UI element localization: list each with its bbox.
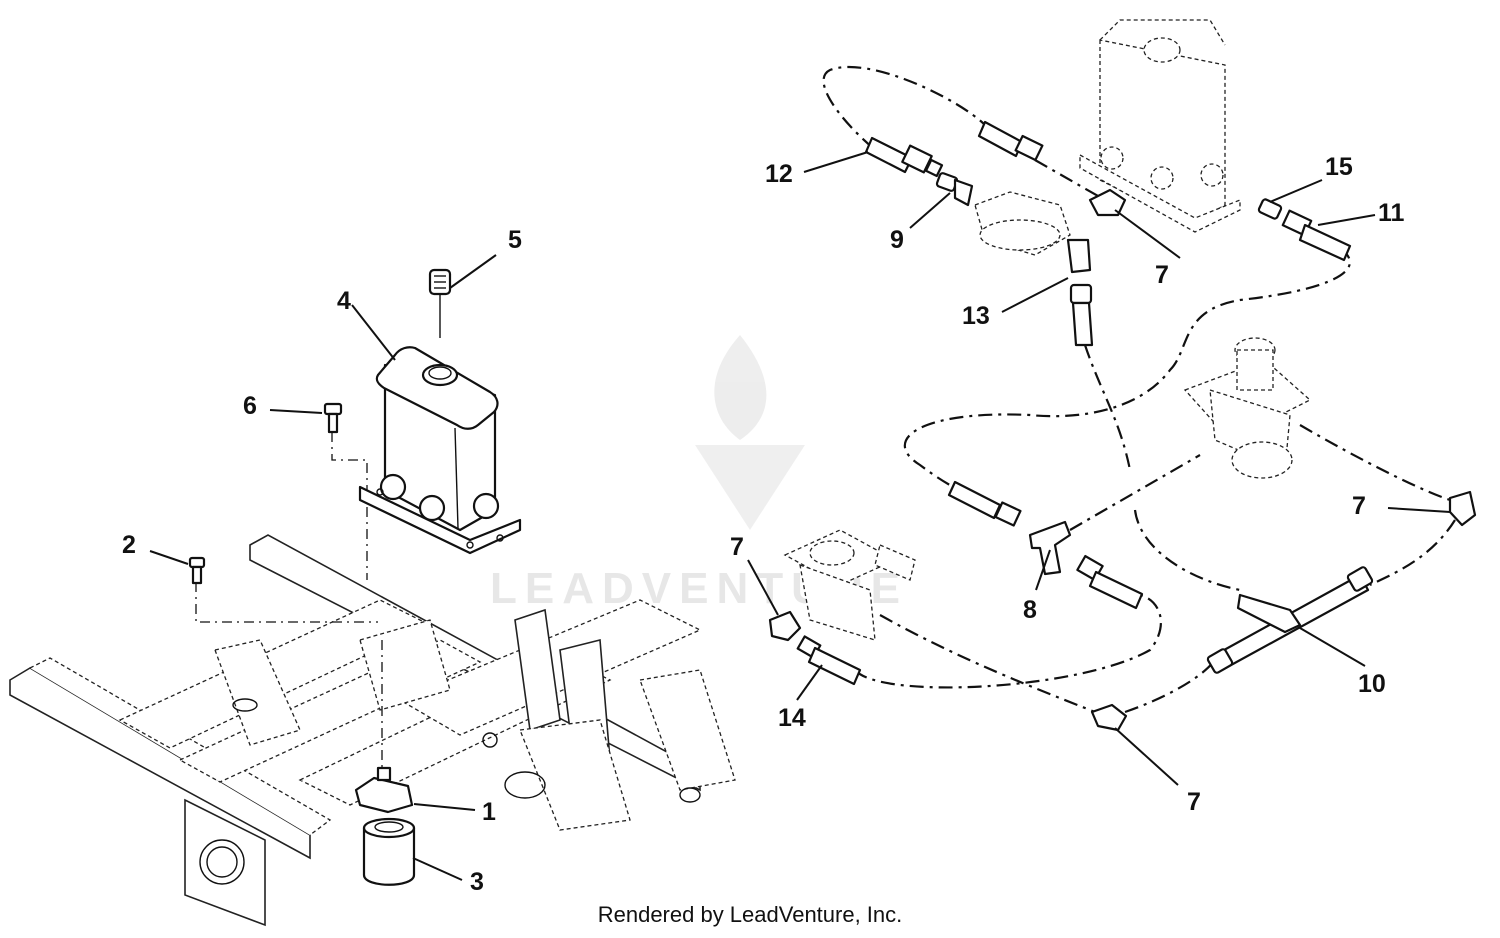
hose-route-center-down — [1133, 509, 1241, 592]
part-12-hose-end[interactable] — [864, 136, 944, 178]
callout-7-right: 7 — [1352, 492, 1366, 520]
footer-credit: Rendered by LeadVenture, Inc. — [597, 902, 903, 927]
callout-15: 15 — [1325, 153, 1353, 181]
callout-4: 4 — [337, 287, 351, 315]
guide-line-bolt-2 — [195, 582, 378, 623]
callout-5: 5 — [508, 226, 522, 254]
watermark-flame-icon — [714, 335, 767, 440]
watermark-v-icon — [695, 445, 805, 530]
hose-route-right-down — [1369, 519, 1456, 586]
part-14-hose-end[interactable] — [796, 635, 862, 686]
callout-10: 10 — [1358, 670, 1386, 698]
hose-route-top — [822, 65, 986, 149]
part-11-hose-end[interactable] — [1281, 209, 1352, 262]
chassis-frame — [9, 534, 736, 927]
hose-end-lower — [1076, 554, 1144, 610]
part-7-elbow-fitting-left[interactable] — [768, 610, 802, 642]
callout-8: 8 — [1023, 596, 1037, 624]
callout-3: 3 — [470, 868, 484, 896]
part-5-dipstick-cap[interactable] — [428, 268, 452, 338]
callout-14: 14 — [778, 704, 806, 732]
hydraulic-pump-center — [1183, 337, 1312, 479]
hose-route-pump-right — [1299, 424, 1451, 502]
hose-route-vertical — [1083, 344, 1132, 471]
callout-1: 1 — [482, 798, 496, 826]
hose-route-right-loop — [903, 247, 1351, 489]
part-7-elbow-fitting-bottom[interactable] — [1090, 703, 1128, 732]
callout-11: 11 — [1378, 199, 1405, 227]
hose-end-top — [977, 120, 1044, 162]
hose-route-pump-bottom — [879, 614, 1096, 714]
hose-route-tee-pump — [1069, 454, 1201, 531]
callout-6: 6 — [243, 392, 257, 420]
part-8-tee-fitting[interactable] — [1028, 520, 1072, 576]
part-1-filter-head[interactable] — [354, 766, 414, 814]
hydraulic-pump-left — [783, 529, 916, 641]
callout-7-top: 7 — [1155, 261, 1169, 289]
callout-12: 12 — [765, 160, 793, 188]
part-4-reservoir-tank[interactable] — [358, 346, 522, 555]
callout-7-left: 7 — [730, 533, 744, 561]
callout-13: 13 — [962, 302, 990, 330]
callout-2: 2 — [122, 531, 136, 559]
hose-route-bottom-right — [1124, 659, 1216, 714]
part-9-elbow-fitting[interactable] — [935, 172, 974, 207]
part-7-elbow-fitting-right[interactable] — [1448, 490, 1477, 527]
part-2-bolt[interactable] — [188, 556, 206, 585]
part-15-fitting[interactable] — [1257, 198, 1283, 220]
hose-route-reservoir — [1034, 159, 1106, 201]
callout-9: 9 — [890, 226, 904, 254]
guide-line-bolt-6 — [331, 432, 368, 580]
leader-lines — [149, 151, 1451, 881]
part-13-elbow-fitting[interactable] — [1066, 238, 1094, 347]
callout-7-bottom: 7 — [1187, 788, 1201, 816]
part-7-elbow-fitting-top[interactable] — [1088, 188, 1127, 217]
hose-end-mid — [947, 480, 1022, 527]
part-3-filter[interactable] — [362, 817, 416, 886]
part-6-bolt[interactable] — [323, 402, 343, 434]
reservoir-reference — [1079, 19, 1241, 233]
part-10-tee-hose[interactable] — [1206, 566, 1374, 674]
filter-head-reference — [974, 191, 1071, 256]
